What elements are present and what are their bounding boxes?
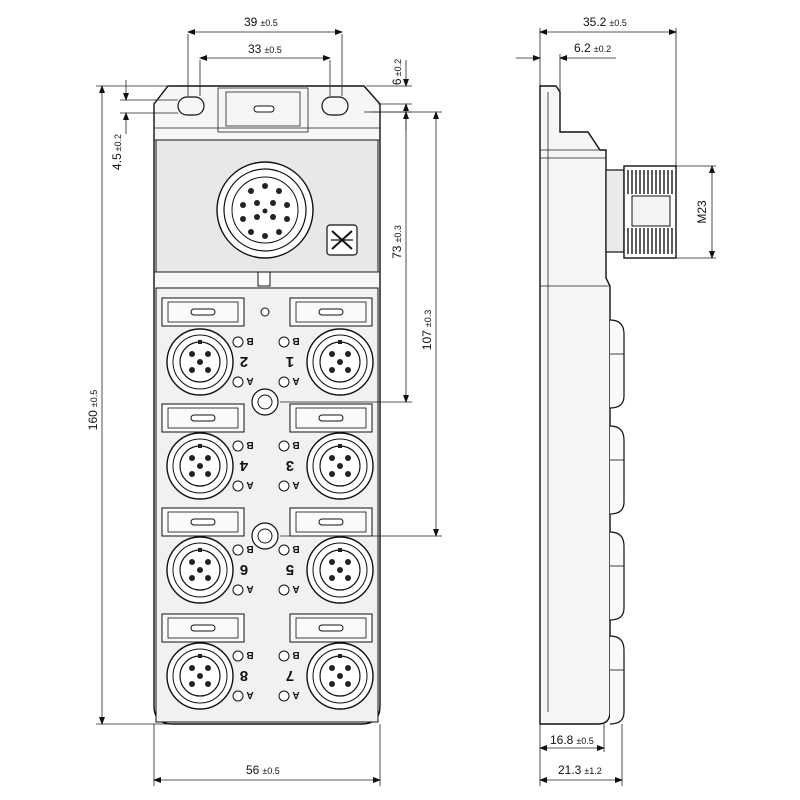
led-b-icon xyxy=(232,440,244,452)
led-b-icon xyxy=(232,650,244,662)
port-number-label: 1 xyxy=(286,353,294,370)
label-holder xyxy=(289,613,373,643)
led-b-icon xyxy=(278,440,290,452)
label-tab xyxy=(217,87,309,133)
led-b-icon xyxy=(232,544,244,556)
port-2[interactable]: 2 B A xyxy=(166,328,254,396)
port-number-label: 5 xyxy=(286,561,294,578)
side-dimensions: 35.2±0.5 6.2±0.2 M23 16.8±0.5 21.3±1.2 xyxy=(516,15,716,786)
led-a-label: A xyxy=(292,689,299,700)
led-b-label: B xyxy=(292,439,299,450)
led-a-icon xyxy=(278,376,290,388)
dim-side-depth: 35.2±0.5 xyxy=(583,15,627,29)
dim-hole-pitch: 4.5±0.2 xyxy=(110,134,124,170)
center-tab xyxy=(257,271,271,287)
led-a-icon xyxy=(232,584,244,596)
led-a-icon xyxy=(278,584,290,596)
port-number-label: 3 xyxy=(286,457,294,474)
led-a-label: A xyxy=(246,689,253,700)
led-a-icon xyxy=(278,690,290,702)
dim-width-bottom: 56±0.5 xyxy=(246,763,280,777)
led-a-label: A xyxy=(246,583,253,594)
label-holder xyxy=(289,403,373,433)
led-b-label: B xyxy=(292,543,299,554)
dim-top-inner: 33±0.5 xyxy=(248,42,282,56)
label-holder xyxy=(161,507,245,537)
label-holder xyxy=(289,297,373,327)
led-b-label: B xyxy=(246,335,253,346)
label-holders xyxy=(161,297,373,643)
logo-icon xyxy=(326,224,358,256)
led-a-icon xyxy=(278,480,290,492)
port-number-label: 2 xyxy=(240,353,248,370)
led-a-label: A xyxy=(292,479,299,490)
led-a-icon xyxy=(232,376,244,388)
port-6[interactable]: 6 B A xyxy=(166,536,254,604)
led-b-label: B xyxy=(246,543,253,554)
label-slot xyxy=(253,105,275,113)
front-dimensions: 39±0.5 33±0.5 6±0.2 4.5±0.2 160±0.5 73±0… xyxy=(86,15,442,786)
label-holder xyxy=(161,297,245,327)
side-port-bump xyxy=(609,531,625,621)
led-a-icon xyxy=(232,480,244,492)
port-number-label: 6 xyxy=(240,561,248,578)
center-screw-2 xyxy=(251,522,279,550)
dim-height-73: 73±0.3 xyxy=(390,225,404,259)
port-3[interactable]: 3 B A xyxy=(278,432,374,500)
side-view xyxy=(539,85,677,725)
port-7[interactable]: 7 B A xyxy=(278,642,374,710)
led-a-label: A xyxy=(246,375,253,386)
port-8[interactable]: 8 B A xyxy=(166,642,254,710)
dim-side-flange: 6.2±0.2 xyxy=(574,41,611,55)
dim-hole-offset: 6±0.2 xyxy=(390,59,404,85)
label-holder xyxy=(161,403,245,433)
mount-hole-left xyxy=(177,96,205,116)
led-b-icon xyxy=(232,336,244,348)
led-a-label: A xyxy=(292,375,299,386)
side-housing-outline xyxy=(539,85,611,725)
port-number-label: 7 xyxy=(286,667,294,684)
dim-thread: M23 xyxy=(695,200,709,224)
side-m23-connector xyxy=(605,165,677,259)
led-b-label: B xyxy=(246,439,253,450)
dim-height-107: 107±0.3 xyxy=(420,310,434,350)
side-port-bump xyxy=(609,425,625,515)
led-b-label: B xyxy=(246,649,253,660)
led-b-label: B xyxy=(292,649,299,660)
led-b-icon xyxy=(278,650,290,662)
mount-hole-right xyxy=(321,96,349,116)
dim-top-outer: 39±0.5 xyxy=(244,15,278,29)
label-holder xyxy=(289,507,373,537)
led-b-label: B xyxy=(292,335,299,346)
port-number-label: 8 xyxy=(240,667,248,684)
side-port-bump xyxy=(609,635,625,725)
center-screw-1 xyxy=(251,388,279,416)
port-5[interactable]: 5 B A xyxy=(278,536,374,604)
port-1[interactable]: 1 B A xyxy=(278,328,374,396)
side-ports xyxy=(609,319,625,725)
label-holder xyxy=(161,613,245,643)
led-a-label: A xyxy=(292,583,299,594)
dim-height-total: 160±0.5 xyxy=(86,390,100,430)
led-b-icon xyxy=(278,336,290,348)
m23-connector xyxy=(216,161,314,259)
dim-side-base-2: 21.3±1.2 xyxy=(558,763,602,777)
port-4[interactable]: 4 B A xyxy=(166,432,254,500)
led-a-label: A xyxy=(246,479,253,490)
led-b-icon xyxy=(278,544,290,556)
led-a-icon xyxy=(232,690,244,702)
port-number-label: 4 xyxy=(239,457,248,474)
side-port-bump xyxy=(609,319,625,409)
dim-side-base: 16.8±0.5 xyxy=(550,733,594,747)
